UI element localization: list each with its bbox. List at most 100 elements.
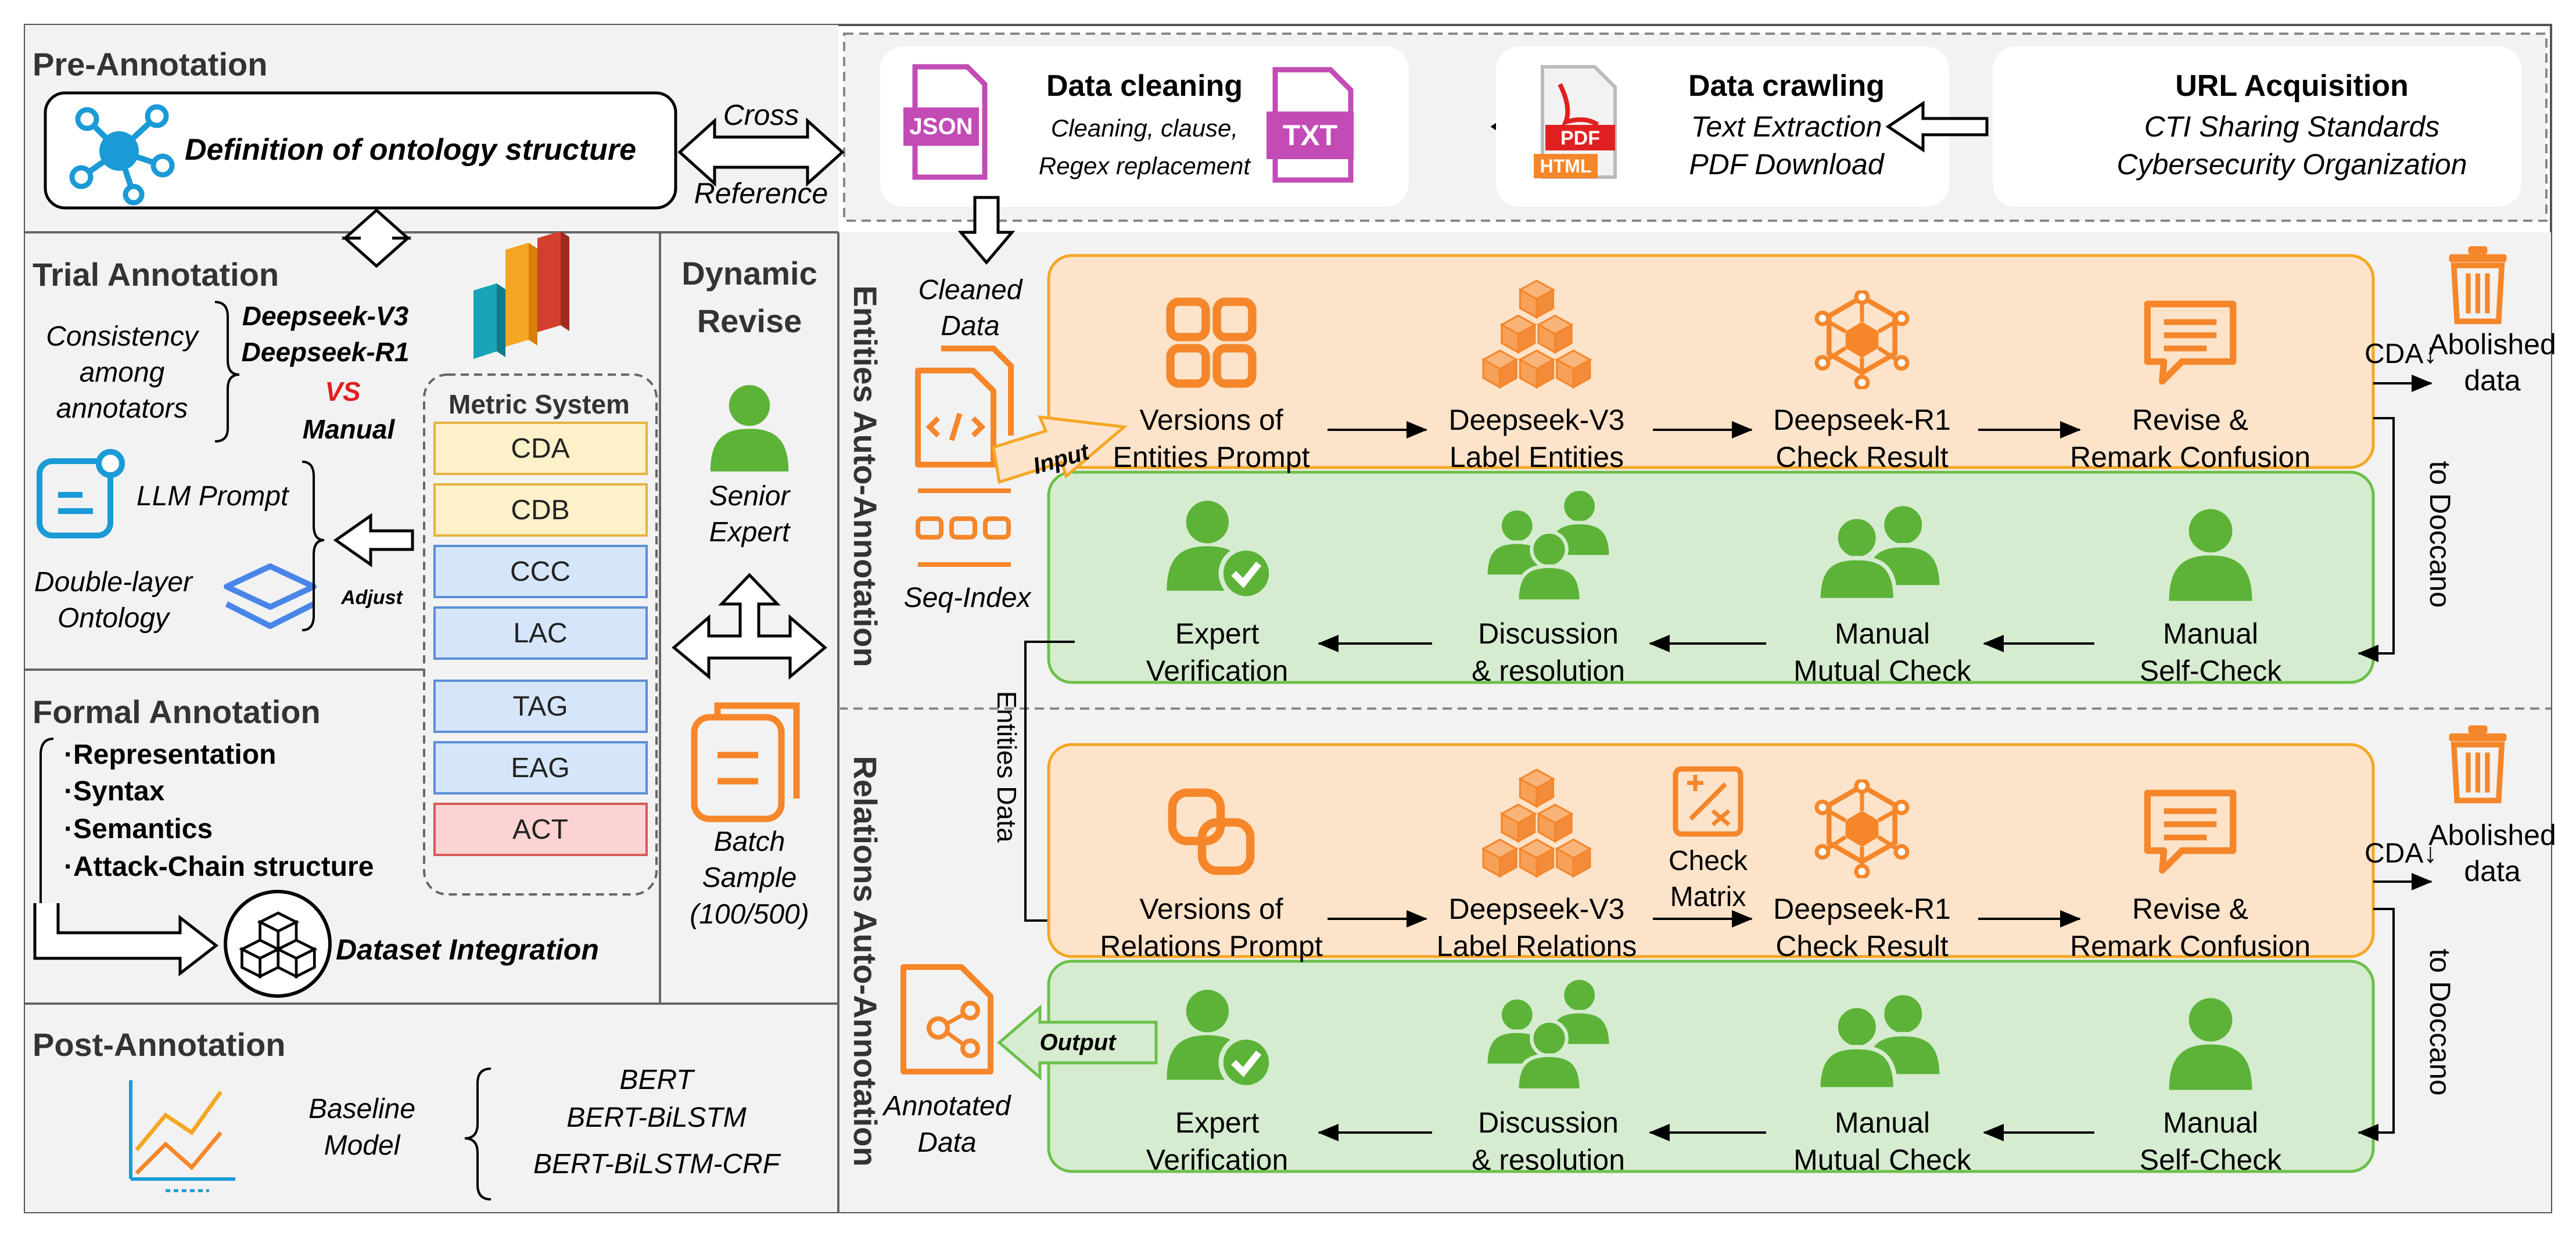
relations-orange-step-0-line-1: Relations Prompt	[1100, 930, 1323, 962]
metric-system-frame	[423, 373, 658, 896]
formal-bracket	[40, 738, 54, 897]
dataset-integration-icon	[224, 890, 332, 998]
metric-label-lac: LAC	[513, 618, 567, 649]
line-chart-icon	[129, 1080, 235, 1192]
relations-auto-annotation-title: Relations Auto-Annotation	[847, 756, 884, 1166]
left-panel-bg	[25, 25, 838, 1212]
baseline-model-bert: BERT	[619, 1065, 695, 1095]
relations-green-step-1-line-0: Discussion	[1478, 1106, 1619, 1139]
metric-label-cdb: CDB	[511, 495, 569, 526]
metric-system-title: Metric System	[449, 389, 630, 419]
annotated-data-icon	[900, 964, 993, 1074]
vs-label: VS	[325, 376, 361, 407]
dynamic-revise-line2: Revise	[697, 303, 802, 339]
trial-link-arrow	[341, 208, 412, 268]
dataset-integration-label: Dataset Integration	[336, 933, 599, 966]
txt-file-icon: TXT	[1267, 67, 1354, 183]
svg-text:PDF: PDF	[1560, 127, 1600, 149]
double-layer-line1: Double-layer	[34, 567, 193, 598]
dynamic-revise-line1: Dynamic	[681, 255, 817, 292]
entities-trash-icon	[2449, 246, 2507, 321]
llm-prompt-icon	[37, 449, 125, 538]
senior-expert-line2: Expert	[709, 517, 791, 548]
data-cleaning-line1: Cleaning, clause,	[1051, 114, 1238, 142]
entities-data-label: Entities Data	[992, 691, 1022, 843]
metric-label-act: ACT	[512, 814, 568, 845]
relations-abolished-line2: data	[2464, 855, 2521, 887]
formal-item-representation: ·Representation	[64, 739, 276, 770]
relations-green-step-3-line-0: Manual	[2163, 1106, 2258, 1139]
relations-green-step-0-line-0: Expert	[1175, 1106, 1260, 1139]
entities-abolished-line1: Abolished	[2428, 328, 2556, 361]
metric-label-eag: EAG	[511, 753, 569, 783]
entities-green-step-3-line-1: Self-Check	[2140, 655, 2283, 687]
data-crawling-card: PDF HTML Data crawling Text Extraction P…	[1496, 46, 1949, 207]
url-acquisition-line1: CTI Sharing Standards	[2144, 110, 2440, 143]
prompt-brace	[302, 461, 325, 631]
relations-orange-step-1-line-0: Deepseek-V3	[1449, 893, 1625, 925]
relations-green-panel	[1047, 959, 2375, 1173]
consistency-line1: Consistency	[46, 321, 199, 352]
relations-orange-step-3-line-0: Revise &	[2132, 893, 2248, 925]
relations-abolished-line1: Abolished	[2428, 819, 2556, 851]
data-crawling-title: Data crawling	[1688, 69, 1885, 103]
metric-box-act	[433, 803, 648, 856]
url-to-crawl-arrow	[1885, 100, 1989, 153]
output-arrow-shape	[997, 1004, 1158, 1081]
cleaned-data-line2: Data	[941, 311, 999, 342]
batch-sample-line1: Batch	[714, 826, 785, 857]
entities-orange-step-0-line-0: Versions of	[1139, 404, 1283, 436]
url-acquisition-title: URL Acquisition	[2175, 69, 2409, 103]
cleaned-down-arrow	[957, 196, 1016, 265]
consistency-brace	[214, 301, 240, 443]
entities-green-step-1-line-1: & resolution	[1472, 655, 1625, 687]
entities-orange-step-2-line-0: Deepseek-R1	[1773, 404, 1951, 436]
check-matrix-line2: Matrix	[1670, 882, 1746, 912]
entities-green-step-0-line-1: Verification	[1146, 655, 1289, 687]
baseline-brace	[464, 1068, 491, 1201]
ontology-network-icon	[69, 104, 175, 206]
entities-orange-step-0-line-1: Entities Prompt	[1113, 441, 1309, 473]
reference-label: Reference	[694, 177, 828, 210]
batch-sample-line2: Sample	[702, 862, 797, 893]
double-layer-line2: Ontology	[58, 603, 171, 634]
metric-box-cda	[433, 422, 648, 475]
consistency-line3: annotators	[56, 393, 188, 424]
adjust-arrow	[333, 513, 414, 567]
integration-thick-arrow	[33, 903, 219, 977]
consistency-line2: among	[80, 357, 165, 388]
ontology-box	[44, 91, 677, 210]
relations-orange-step-1-line-1: Label Relations	[1437, 930, 1637, 962]
trial-annotation-title: Trial Annotation	[33, 256, 279, 293]
seq-index-label: Seq-Index	[904, 583, 1032, 613]
model-deepseek-r1: Deepseek-R1	[242, 337, 410, 367]
check-matrix-line1: Check	[1669, 846, 1748, 876]
relations-orange-step-2-line-1: Check Result	[1775, 930, 1948, 962]
entities-green-step-2-line-1: Mutual Check	[1793, 655, 1972, 687]
svg-text:TXT: TXT	[1283, 119, 1337, 152]
relations-green-step-0-line-1: Verification	[1146, 1144, 1289, 1176]
metric-box-tag	[433, 680, 648, 733]
baseline-line2: Model	[324, 1130, 401, 1161]
manual-label: Manual	[303, 414, 396, 444]
pdf-html-icon: PDF HTML	[1534, 65, 1617, 179]
baseline-model-bert-bilstm-crf: BERT-BiLSTM-CRF	[533, 1149, 781, 1180]
baseline-line1: Baseline	[308, 1094, 415, 1124]
entities-to-doccano-label: to Doccano	[2424, 461, 2456, 608]
relations-orange-panel	[1047, 743, 2375, 958]
entities-green-step-3-line-0: Manual	[2163, 617, 2258, 650]
entities-orange-step-1-line-1: Label Entities	[1450, 441, 1624, 473]
svg-text:JSON: JSON	[910, 114, 973, 139]
model-deepseek-v3: Deepseek-V3	[242, 301, 409, 331]
metric-box-eag	[433, 741, 648, 795]
svg-text:HTML: HTML	[1540, 156, 1592, 177]
entities-auto-annotation-title: Entities Auto-Annotation	[847, 285, 884, 667]
data-cleaning-card: JSON Data cleaning Cleaning, clause, Reg…	[880, 46, 1409, 207]
formal-item-syntax: ·Syntax	[64, 776, 165, 807]
check-matrix-icon	[1673, 766, 1743, 837]
annotated-data-line1: Annotated	[882, 1091, 1011, 1122]
entities-orange-step-3-line-0: Revise &	[2132, 404, 2248, 436]
metric-box-lac	[433, 606, 648, 660]
entities-green-step-1-line-0: Discussion	[1478, 617, 1619, 650]
